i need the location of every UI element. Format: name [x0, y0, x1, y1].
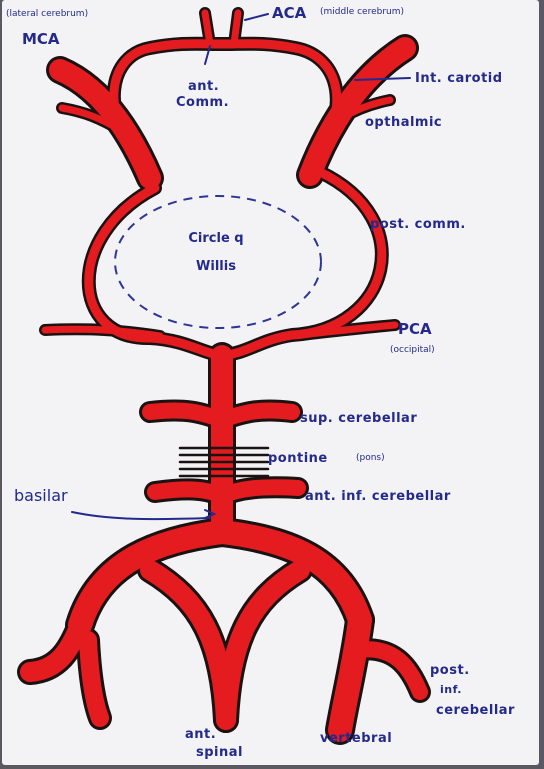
- label-basilar: basilar: [14, 486, 68, 505]
- pontine-branches: [178, 446, 270, 478]
- label-vertebral: vertebral: [320, 731, 393, 746]
- label-post-inf-line1: post.: [430, 663, 470, 678]
- label-ant-inf-cerebellar: ant. inf. cerebellar: [305, 489, 451, 504]
- label-post-inf-line2: inf.: [440, 683, 462, 696]
- label-circle-of-willis-line1: Circle q: [188, 231, 244, 246]
- label-mca: MCA: [22, 30, 60, 48]
- vessel-fills: [20, 9, 428, 742]
- label-pontine: pontine: [268, 451, 328, 466]
- label-pointers: [71, 13, 411, 521]
- circle-of-willis-dashed-outline: [114, 195, 322, 329]
- label-lateral-cerebrum: (lateral cerebrum): [6, 9, 89, 19]
- label-ant-comm-line2: Comm.: [176, 95, 230, 110]
- label-ant-spinal-line2: spinal: [196, 745, 243, 760]
- label-aca: ACA: [272, 4, 307, 22]
- label-sup-cerebellar: sup. cerebellar: [300, 411, 418, 426]
- label-pons: (pons): [356, 453, 385, 463]
- label-pca: PCA: [398, 320, 432, 338]
- label-ant-spinal-line1: ant.: [185, 727, 217, 742]
- label-middle-cerebrum: (middle cerebrum): [320, 7, 405, 17]
- label-opthalmic: opthalmic: [365, 115, 443, 130]
- label-ant-comm-line1: ant.: [188, 79, 220, 94]
- label-int-carotid: Int. carotid: [415, 71, 503, 86]
- label-post-inf-line3: cerebellar: [436, 703, 515, 718]
- label-occipital: (occipital): [390, 345, 435, 355]
- label-post-comm: post. comm.: [370, 217, 466, 232]
- label-circle-of-willis-line2: Willis: [196, 259, 236, 274]
